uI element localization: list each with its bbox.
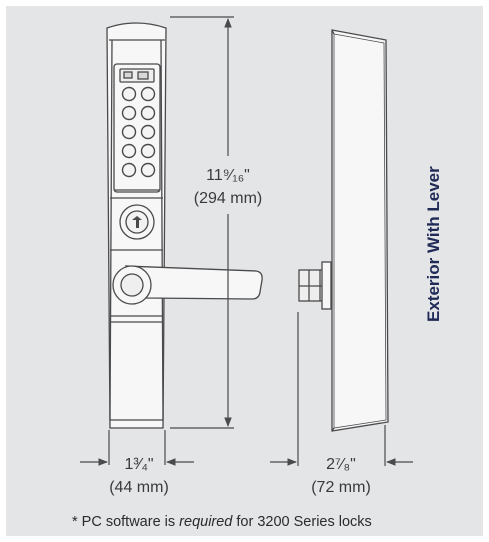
keypad-button (140, 86, 156, 102)
keypad-button (121, 124, 137, 140)
keypad-button (121, 105, 137, 121)
keypad-button (140, 124, 156, 140)
width-metric-label: (44 mm) (109, 479, 169, 496)
side-view-lock (298, 29, 389, 432)
side-body (331, 29, 389, 432)
footnote-start: * PC software is (72, 514, 179, 530)
width-imperial-label: 1³⁄₄" (124, 456, 153, 473)
dimension-lines (80, 16, 413, 466)
keypad-buttons (121, 86, 156, 178)
keypad-button (121, 162, 137, 178)
height-imperial-label: 11⁹⁄₁₆" (206, 167, 250, 184)
keypad-button (121, 86, 137, 102)
keypad-button (140, 162, 156, 178)
keypad-button (140, 105, 156, 121)
keypad-button (140, 143, 156, 159)
footnote: * PC software is required for 3200 Serie… (72, 514, 372, 530)
depth-imperial-label: 2⁷⁄₈" (326, 456, 356, 473)
front-view-lock (106, 22, 263, 429)
footnote-emphasis: required (179, 514, 233, 530)
exterior-with-lever-label: Exterior With Lever (424, 166, 443, 322)
height-metric-label: (294 mm) (194, 190, 262, 207)
keypad-button (121, 143, 137, 159)
footnote-end: for 3200 Series locks (232, 514, 371, 530)
depth-metric-label: (72 mm) (311, 479, 371, 496)
